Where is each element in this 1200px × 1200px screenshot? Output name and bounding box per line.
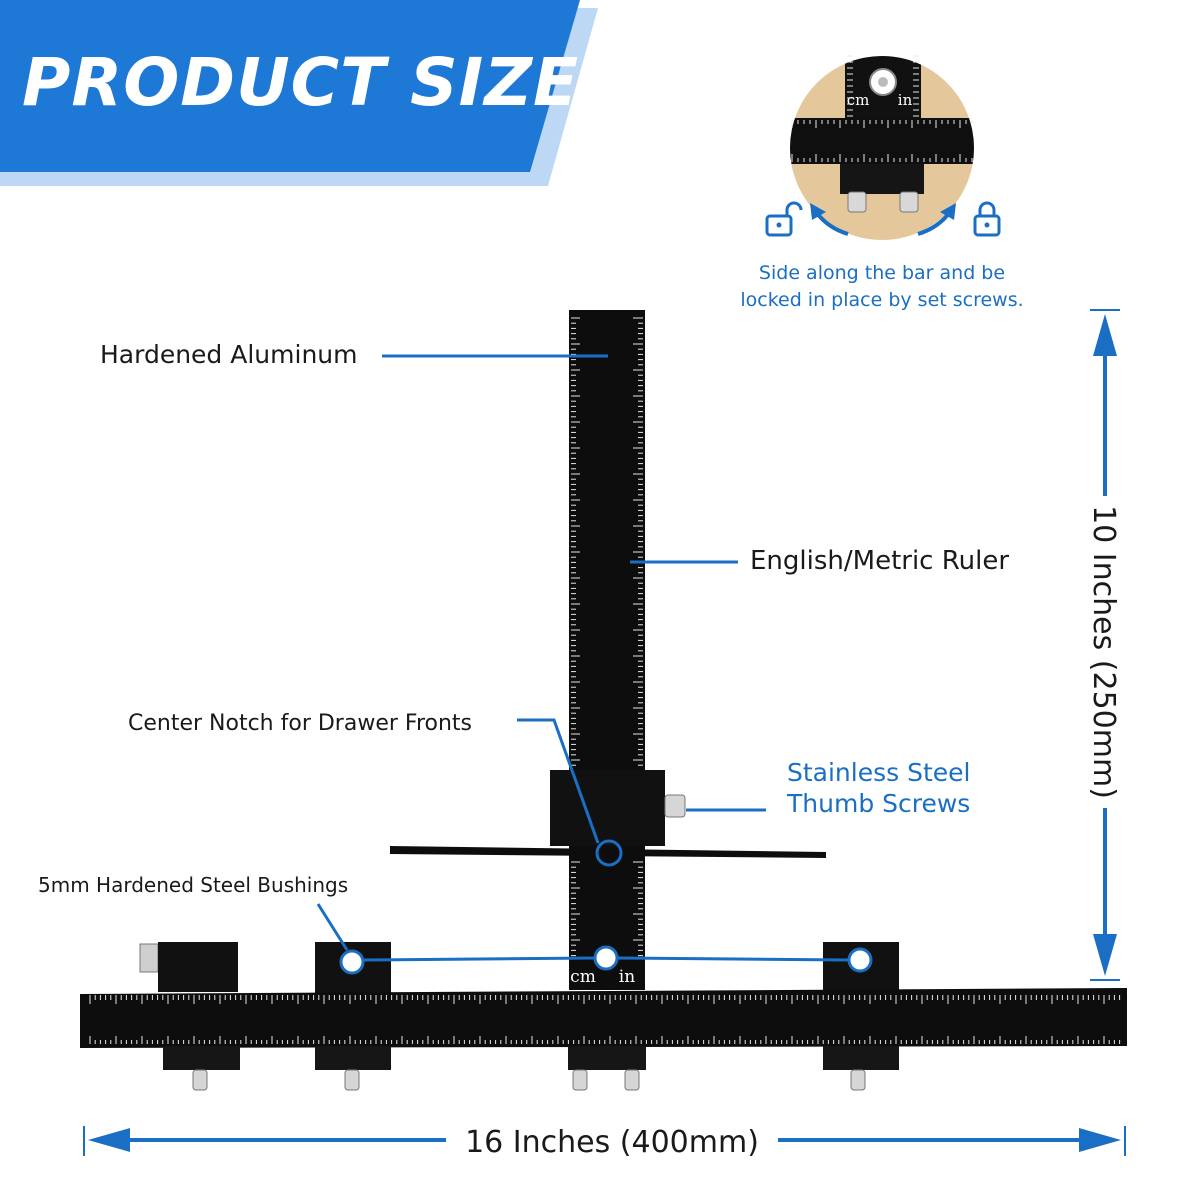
label-bushings: 5mm Hardened Steel Bushings xyxy=(38,873,349,897)
label-thumb-screws-line2: Thumb Screws xyxy=(787,789,971,818)
inset-cm-label: cm xyxy=(847,91,870,109)
inset-caption-line2: locked in place by set screws. xyxy=(740,289,1023,311)
height-dimension-arrow xyxy=(1090,309,1120,981)
vertical-ruler-ticks-lower xyxy=(571,861,643,957)
ruler-in-label: in xyxy=(619,967,635,987)
label-english-metric-ruler: English/Metric Ruler xyxy=(750,546,1010,576)
inset-ruler-ticks xyxy=(791,55,973,162)
label-hardened-aluminum: Hardened Aluminum xyxy=(100,340,358,369)
callout-lines xyxy=(316,354,766,951)
height-dimension-label: 10 Inches (250mm) xyxy=(1086,505,1121,799)
banner-title: PRODUCT SIZE xyxy=(22,44,580,121)
thumb-screw xyxy=(664,794,686,818)
lock-icon xyxy=(973,201,1001,237)
vertical-ruler-ticks xyxy=(571,317,643,766)
label-center-notch: Center Notch for Drawer Fronts xyxy=(128,711,472,736)
width-dimension-arrow xyxy=(83,1126,1126,1156)
clamp-2 xyxy=(315,1046,391,1070)
inset-in-label: in xyxy=(898,91,913,109)
inset-caption-line1: Side along the bar and be xyxy=(759,262,1005,284)
banner-shape xyxy=(0,0,598,186)
ruler-cm-label: cm xyxy=(570,967,596,987)
horizontal-ruler-ticks xyxy=(89,995,1121,1066)
center-slider-block xyxy=(550,770,665,846)
left-stop-block xyxy=(158,942,238,992)
clamp-4 xyxy=(823,1046,899,1070)
label-thumb-screws-line1: Stainless Steel xyxy=(787,758,971,787)
bushing-right xyxy=(847,947,873,973)
left-stop-screw xyxy=(139,943,159,973)
set-screws xyxy=(192,1069,866,1091)
center-notch-marker xyxy=(595,839,623,867)
clamp-3 xyxy=(568,1046,646,1070)
width-dimension-label: 16 Inches (400mm) xyxy=(465,1125,759,1160)
product-size-banner: PRODUCT SIZE xyxy=(0,0,620,200)
inset-detail: cm in xyxy=(765,55,1001,240)
bushing-center xyxy=(593,945,619,971)
clamp-1 xyxy=(163,1046,240,1070)
bushing-left xyxy=(339,949,365,975)
horizontal-ruler xyxy=(80,988,1127,1048)
unlock-icon xyxy=(765,201,803,237)
